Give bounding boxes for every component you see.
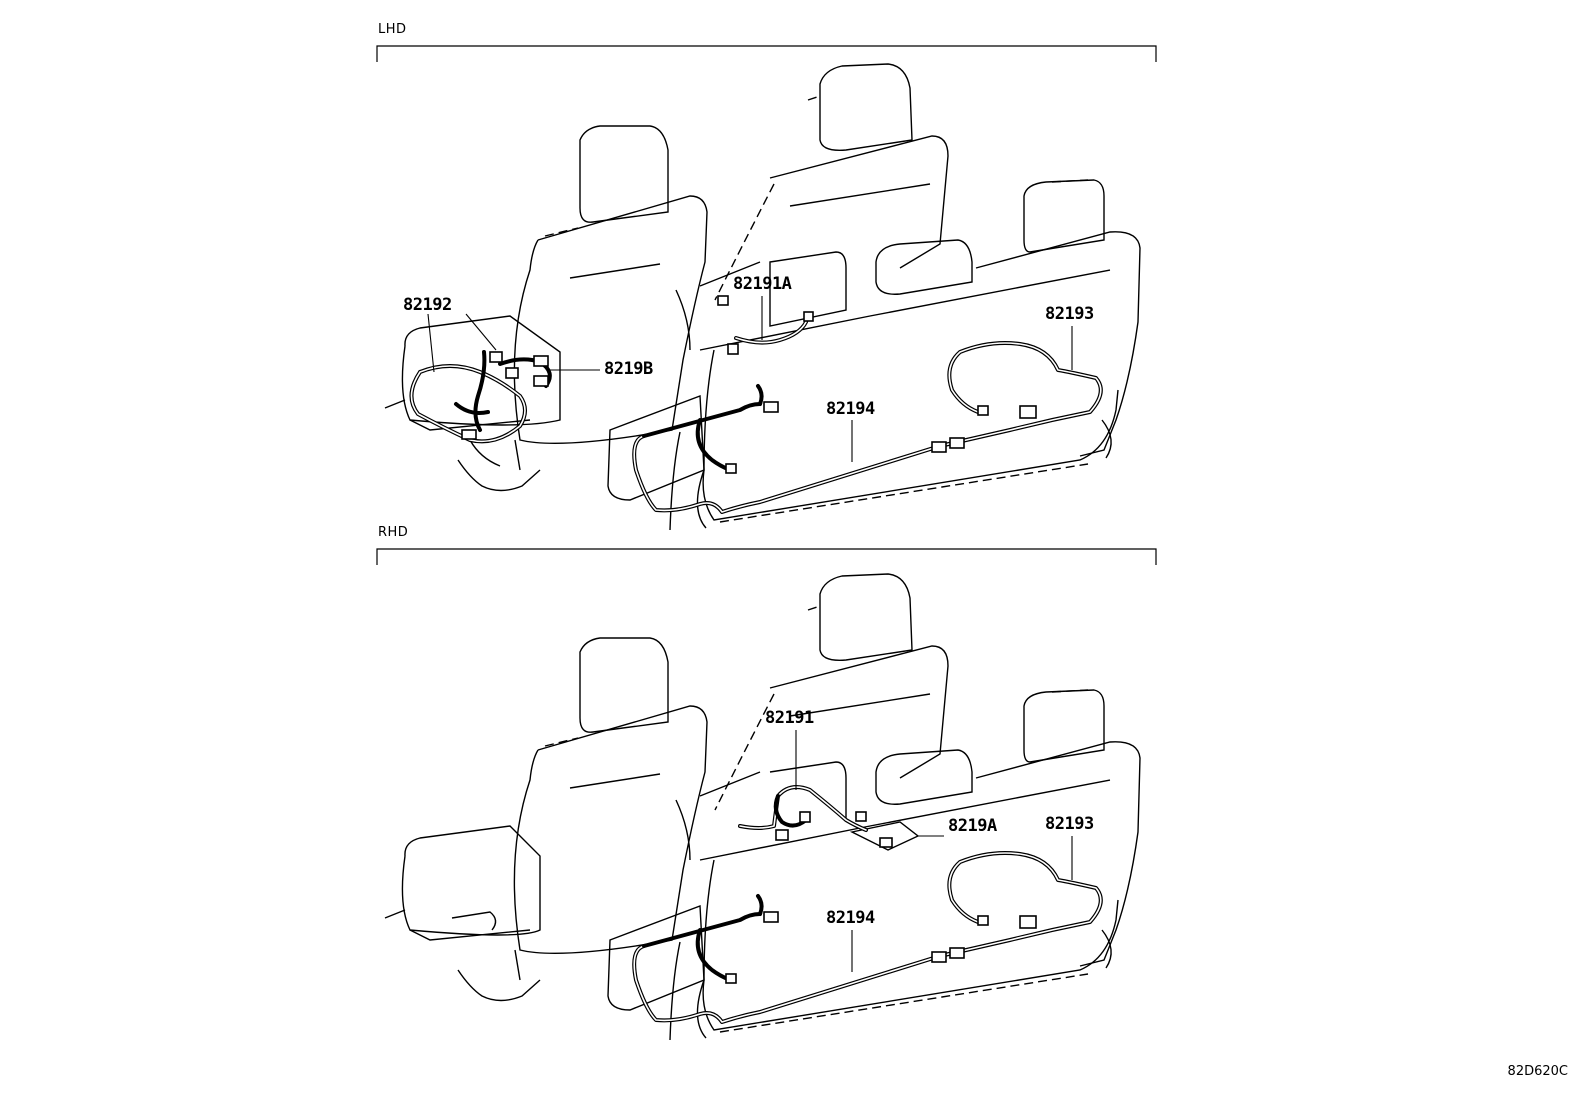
figure-code: 82D620C: [1507, 1064, 1568, 1079]
part-callout: 82191A: [733, 274, 792, 294]
lhd-seat-scene: [384, 63, 1141, 531]
part-callout: 82193: [1045, 814, 1094, 834]
section-title-lhd: LHD: [378, 22, 407, 37]
part-callout: 82194: [826, 908, 875, 928]
part-callout: 82192: [403, 295, 452, 315]
rhd-seat-scene: [384, 573, 1141, 1041]
section-title-rhd: RHD: [378, 525, 409, 540]
rhd-section-bracket: [376, 548, 1157, 565]
part-callout: 82194: [826, 399, 875, 419]
part-callout: 82193: [1045, 304, 1094, 324]
lhd-section-bracket: [376, 45, 1157, 62]
part-callout: 8219B: [604, 359, 653, 379]
part-callout: 8219A: [948, 816, 997, 836]
part-callout: 82191: [765, 708, 814, 728]
